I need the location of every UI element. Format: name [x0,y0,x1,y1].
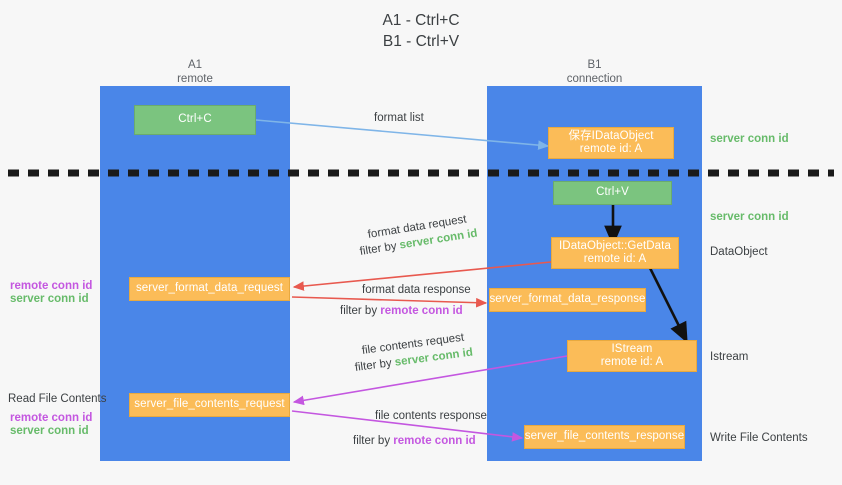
lane-b1-name: B1 [587,59,602,71]
left-label-remote-conn-id-2: remote conn id [10,412,93,424]
left-label-remote-conn-id-1: remote conn id [10,280,93,292]
lane-header-a1: A1 remote [100,58,290,86]
right-label-server-conn-id-1: server conn id [710,133,789,145]
edge-label-file-contents-response-filter: filter by remote conn id [353,434,476,449]
box-getdata-line1: IDataObject::GetData [559,239,671,252]
box-server-format-data-request[interactable]: server_format_data_request [129,277,290,301]
filter-value-remote-conn-id: remote conn id [380,305,463,317]
left-label-server-conn-id-1: server conn id [10,293,89,305]
box-save-idataobject-line2: remote id: A [579,143,643,155]
edge-label-format-data-response-filter: filter by remote conn id [340,304,463,319]
box-ctrl-c-label: Ctrl+C [178,113,212,126]
filter-prefix: filter by [353,435,394,447]
box-server-format-data-response-label: server_format_data_response [489,293,646,306]
edge-label-format-list: format list [374,112,424,124]
box-server-file-contents-request[interactable]: server_file_contents_request [129,393,290,417]
diagram-title: A1 - Ctrl+C B1 - Ctrl+V [382,12,460,50]
lane-a1-name: A1 [187,59,203,71]
box-server-file-contents-request-label: server_file_contents_request [134,398,285,411]
edge-label-file-contents-response: file contents response [375,410,487,422]
box-getdata[interactable]: IDataObject::GetData remote id: A [551,237,679,269]
box-server-file-contents-response-label: server_file_contents_response [524,430,685,443]
filter-prefix: filter by [358,239,401,258]
box-save-idataobject-line1: 保存IDataObject [568,129,654,142]
filter-prefix: filter by [354,356,396,374]
right-label-istream: Istream [710,351,749,363]
box-ctrl-c[interactable]: Ctrl+C [134,105,256,135]
right-label-write-file-contents: Write File Contents [710,432,808,444]
box-server-format-data-response[interactable]: server_format_data_response [489,288,646,312]
box-istream-line2: remote id: A [600,356,664,368]
left-label-read-file-contents: Read File Contents [8,393,107,405]
box-server-file-contents-response[interactable]: server_file_contents_response [524,425,685,449]
box-save-idataobject[interactable]: 保存IDataObject remote id: A [548,127,674,159]
box-server-format-data-request-label: server_format_data_request [135,282,284,295]
box-getdata-line2: remote id: A [583,253,647,265]
box-istream[interactable]: IStream remote id: A [567,340,697,372]
left-label-server-conn-id-2: server conn id [10,425,89,437]
right-label-server-conn-id-2: server conn id [710,211,789,223]
lane-a1-sublabel: remote [177,73,213,85]
lane-header-b1: B1 connection [487,58,702,86]
box-ctrl-v[interactable]: Ctrl+V [553,181,672,205]
filter-value-remote-conn-id: remote conn id [393,435,476,447]
filter-prefix: filter by [340,305,381,317]
lane-b1-sublabel: connection [566,73,623,85]
edge-label-format-data-response: format data response [362,284,471,296]
box-istream-line1: IStream [611,342,653,355]
box-ctrl-v-label: Ctrl+V [596,186,629,199]
right-label-dataobject: DataObject [710,246,768,258]
